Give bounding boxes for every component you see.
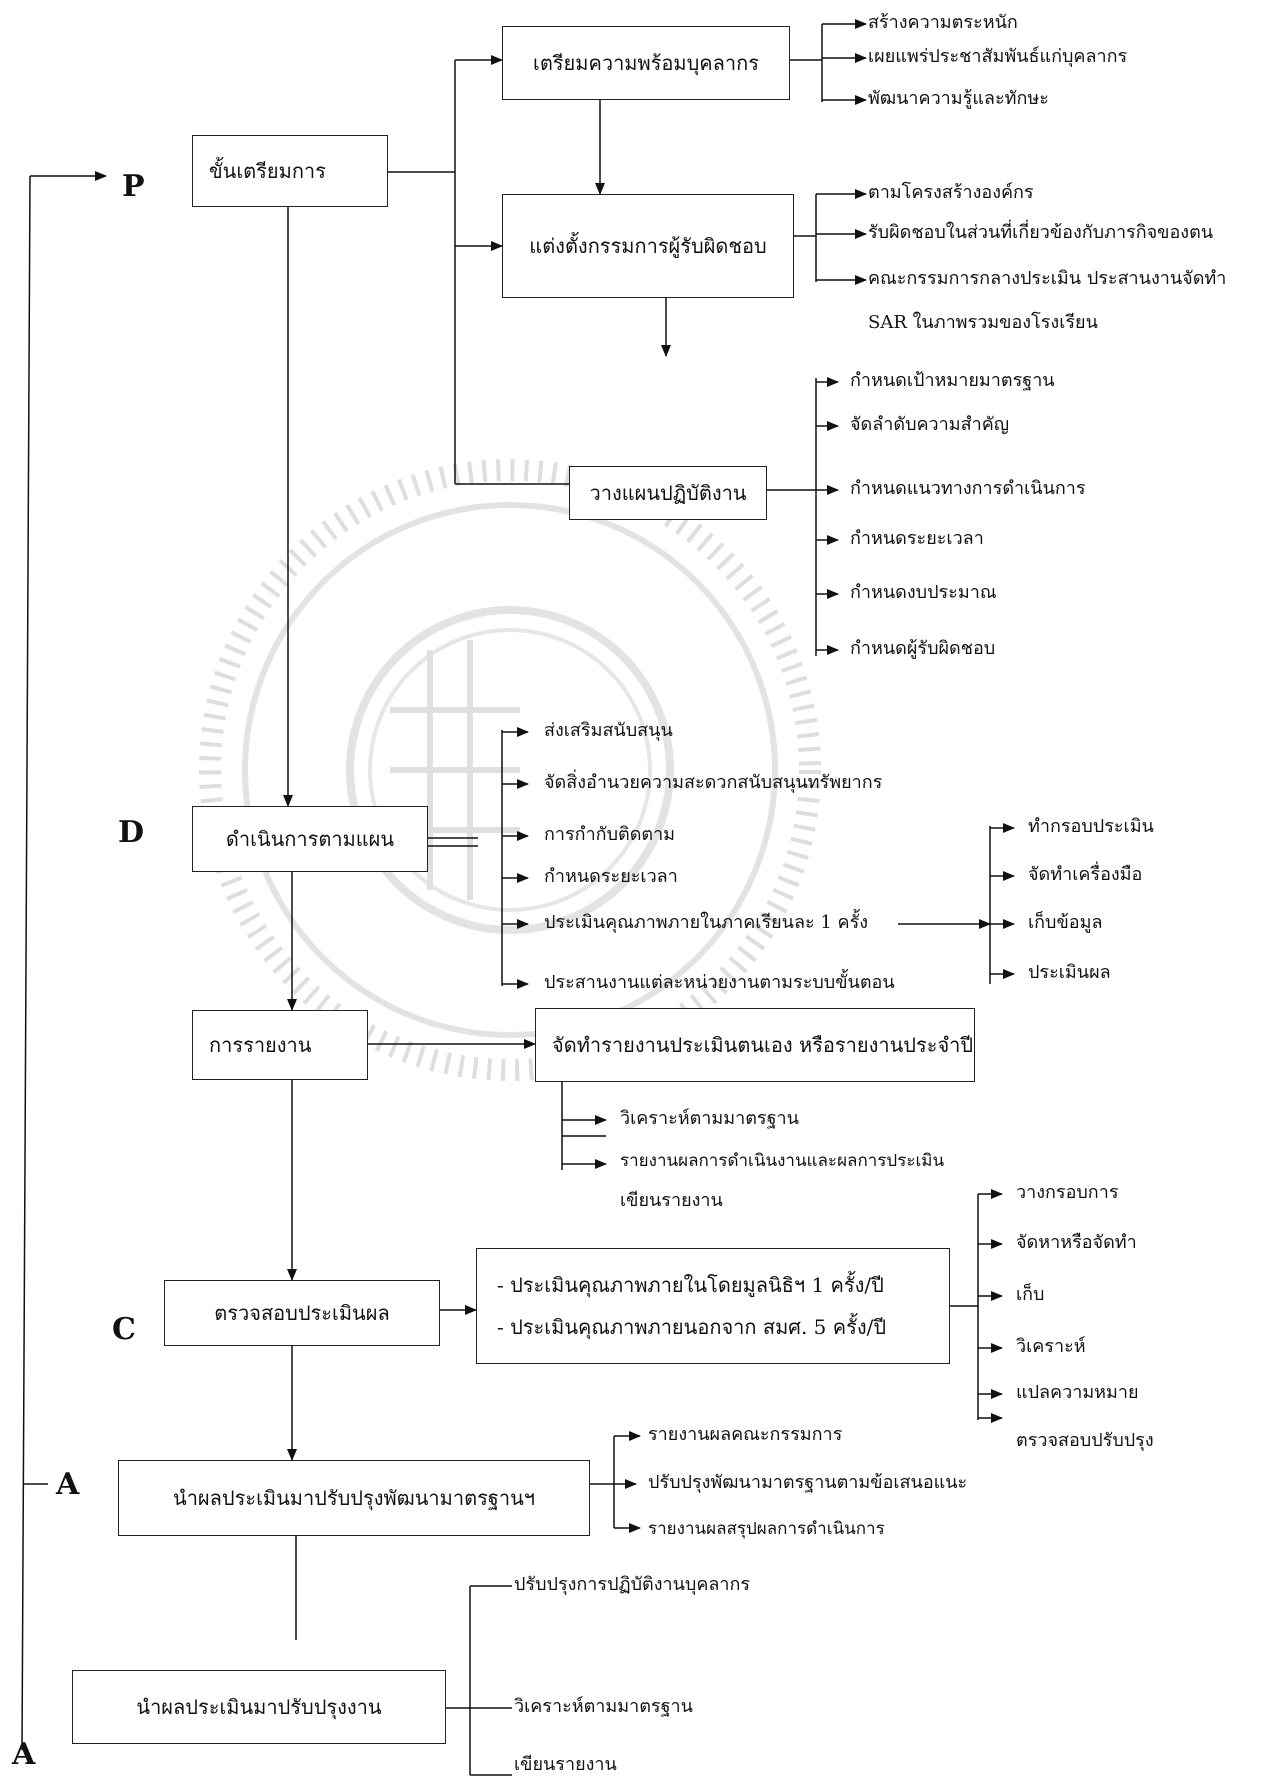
operate-item: ประเมินคุณภาพภายในภาคเรียนละ 1 ครั้ง: [544, 912, 869, 933]
personnel-item: พัฒนาความรู้และทักษะ: [868, 88, 1049, 109]
assess-item: เก็บข้อมูล: [1028, 912, 1103, 933]
plan-item: จัดลำดับความสำคัญ: [850, 414, 1010, 435]
committee-item: รับผิดชอบในส่วนที่เกี่ยวข้องกับภารกิจของ…: [868, 222, 1214, 243]
assess-item: ทำกรอบประเมิน: [1028, 816, 1154, 837]
committee-item: คณะกรรมการกลางประเมิน ประสานงานจัดทำ: [868, 268, 1227, 289]
letter-p: P: [122, 169, 145, 204]
report-item: วิเคราะห์ตามมาตรฐาน: [620, 1108, 799, 1129]
personnel-item: สร้างความตระหนัก: [868, 12, 1018, 33]
improve-work-box: นำผลประเมินมาปรับปรุงงาน: [72, 1670, 446, 1744]
evaluation-method-internal: - ประเมินคุณภาพภายในโดยมูลนิธิฯ 1 ครั้ง/…: [497, 1273, 884, 1297]
assess-item: ประเมินผล: [1028, 962, 1111, 983]
evaluate-item: ตรวจสอบปรับปรุง: [1016, 1430, 1154, 1451]
improve-standard-item: ปรับปรุงพัฒนามาตรฐานตามข้อเสนอแนะ: [648, 1472, 968, 1493]
letter-a-second: A: [12, 1737, 36, 1772]
report-item: รายงานผลการดำเนินงานและผลการประเมิน: [620, 1151, 945, 1171]
improve-standard-box: นำผลประเมินมาปรับปรุงพัฒนามาตรฐานฯ: [118, 1460, 590, 1536]
personnel-box: เตรียมความพร้อมบุคลากร: [502, 26, 790, 100]
plan-box: วางแผนปฏิบัติงาน: [569, 466, 767, 520]
letter-d: D: [118, 815, 145, 850]
operate-box: ดำเนินการตามแผน: [192, 806, 428, 872]
evaluate-item: วางกรอบการ: [1016, 1182, 1119, 1203]
evaluation-method-external: - ประเมินคุณภาพภายนอกจาก สมศ. 5 ครั้ง/ปี: [497, 1315, 887, 1339]
evaluate-item: แปลความหมาย: [1016, 1382, 1139, 1403]
evaluate-item: วิเคราะห์: [1016, 1336, 1086, 1357]
evaluate-item: เก็บ: [1016, 1284, 1045, 1305]
letter-c: C: [112, 1312, 136, 1347]
improve-work-item: วิเคราะห์ตามมาตรฐาน: [514, 1696, 693, 1717]
plan-item: กำหนดงบประมาณ: [850, 582, 997, 603]
plan-item: กำหนดระยะเวลา: [850, 528, 984, 549]
personnel-item: เผยแพร่ประชาสัมพันธ์แก่บุคลากร: [868, 46, 1128, 67]
operate-item: กำหนดระยะเวลา: [544, 866, 678, 887]
committee-item: ตามโครงสร้างองค์กร: [868, 182, 1034, 203]
improve-work-item: เขียนรายงาน: [514, 1754, 617, 1775]
plan-item: กำหนดเป้าหมายมาตรฐาน: [850, 370, 1055, 391]
prepare-box: ขั้นเตรียมการ: [192, 135, 388, 207]
plan-item: กำหนดแนวทางการดำเนินการ: [850, 478, 1086, 499]
operate-item: ประสานงานแต่ละหน่วยงานตามระบบขั้นตอน: [544, 972, 895, 993]
assess-item: จัดทำเครื่องมือ: [1028, 864, 1143, 885]
evaluate-box: ตรวจสอบประเมินผล: [164, 1280, 440, 1346]
report-box: การรายงาน: [192, 1010, 368, 1080]
operate-item: จัดสิ่งอำนวยความสะดวกสนับสนุนทรัพยากร: [544, 772, 883, 793]
operate-item: ส่งเสริมสนับสนุน: [544, 720, 673, 741]
self-assessment-report-box: จัดทำรายงานประเมินตนเอง หรือรายงานประจำป…: [535, 1008, 975, 1082]
evaluate-item: จัดหาหรือจัดทำ: [1016, 1232, 1137, 1253]
improve-standard-item: รายงานผลสรุปผลการดำเนินการ: [648, 1519, 885, 1539]
report-item: เขียนรายงาน: [620, 1190, 723, 1211]
committee-box: แต่งตั้งกรรมการผู้รับผิดชอบ: [502, 194, 794, 298]
committee-item: SAR ในภาพรวมของโรงเรียน: [868, 312, 1098, 333]
improve-standard-item: รายงานผลคณะกรรมการ: [648, 1424, 843, 1445]
improve-work-item: ปรับปรุงการปฏิบัติงานบุคลากร: [514, 1574, 751, 1595]
evaluation-methods-box: - ประเมินคุณภาพภายในโดยมูลนิธิฯ 1 ครั้ง/…: [476, 1248, 950, 1364]
letter-a-first: A: [56, 1467, 80, 1502]
plan-item: กำหนดผู้รับผิดชอบ: [850, 638, 996, 659]
operate-item: การกำกับติดตาม: [544, 824, 676, 845]
